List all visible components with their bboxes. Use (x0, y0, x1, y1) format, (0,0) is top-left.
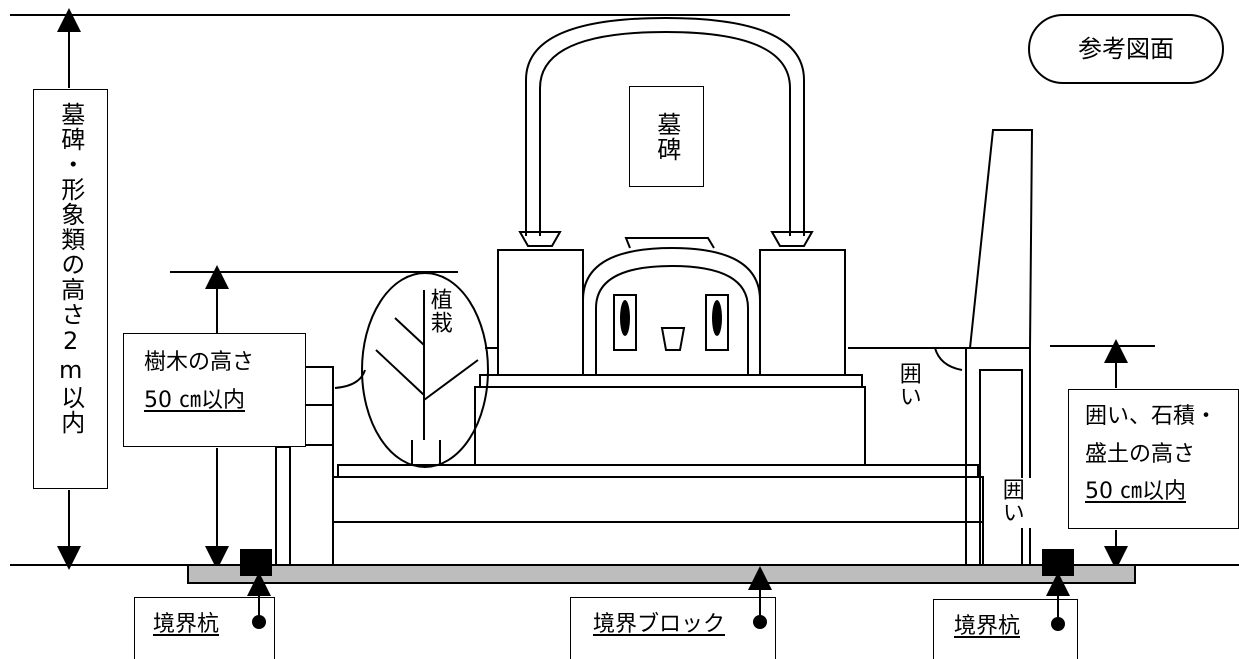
left-boundary-stake (240, 549, 272, 576)
center-panel (582, 246, 761, 375)
right-enclosure-curve (934, 347, 963, 371)
step-middle (332, 476, 984, 523)
step-bottom (332, 521, 984, 566)
right-boundary-stake (1042, 549, 1074, 576)
monument-height-label: 墓碑・形象類の高さ2m以内 (33, 89, 108, 489)
left-pillar (497, 249, 584, 376)
right-window (705, 294, 729, 351)
boundary-block-strip (187, 564, 1136, 584)
tree-height-line1: 樹木の高さ (144, 350, 255, 375)
left-enclosure-base (275, 446, 291, 566)
reference-badge: 参考図面 (1028, 14, 1224, 84)
left-window (613, 294, 637, 351)
tombstone-label: 墓碑 (629, 86, 704, 187)
incense-cup (660, 327, 686, 351)
tree-crown (361, 272, 489, 468)
upper-cap (624, 237, 715, 249)
enclosure-label-upper: 囲い (895, 362, 921, 408)
right-vase (770, 231, 814, 247)
upper-step-cap (479, 374, 863, 388)
left-vase (518, 231, 562, 247)
boundary-stake-right-label: 境界杭 (933, 599, 1078, 659)
memorial-stele (969, 129, 1034, 349)
boundary-block-label: 境界ブロック (570, 597, 776, 659)
badge-label: 参考図面 (1078, 34, 1174, 63)
left-enclosure-curve (334, 369, 366, 389)
right-enclosure-post (965, 347, 1031, 566)
wall-height-line1: 囲い、石積・ (1085, 404, 1218, 429)
wall-height-line3: 50 ㎝以内 (1085, 479, 1186, 505)
boundary-stake-left-label: 境界杭 (134, 597, 275, 659)
right-pillar (759, 249, 846, 376)
center-panel-inner (595, 264, 749, 375)
enclosure-label-lower: 囲い (996, 478, 1056, 528)
monument-height-text: 墓碑・形象類の高さ2m以内 (56, 102, 85, 435)
right-enclosure-inner (979, 369, 1023, 566)
wall-height-label: 囲い、石積・ 盛土の高さ 50 ㎝以内 (1068, 389, 1239, 529)
tombstone-arch-inner (539, 30, 791, 236)
tree-height-line2: 50 ㎝以内 (144, 387, 245, 413)
wall-height-line2: 盛土の高さ (1085, 441, 1196, 467)
base-block (474, 386, 866, 466)
planting-label: 植栽 (426, 288, 452, 334)
tree-height-label: 樹木の高さ 50 ㎝以内 (123, 333, 306, 447)
tombstone-arch-outer (525, 16, 805, 236)
